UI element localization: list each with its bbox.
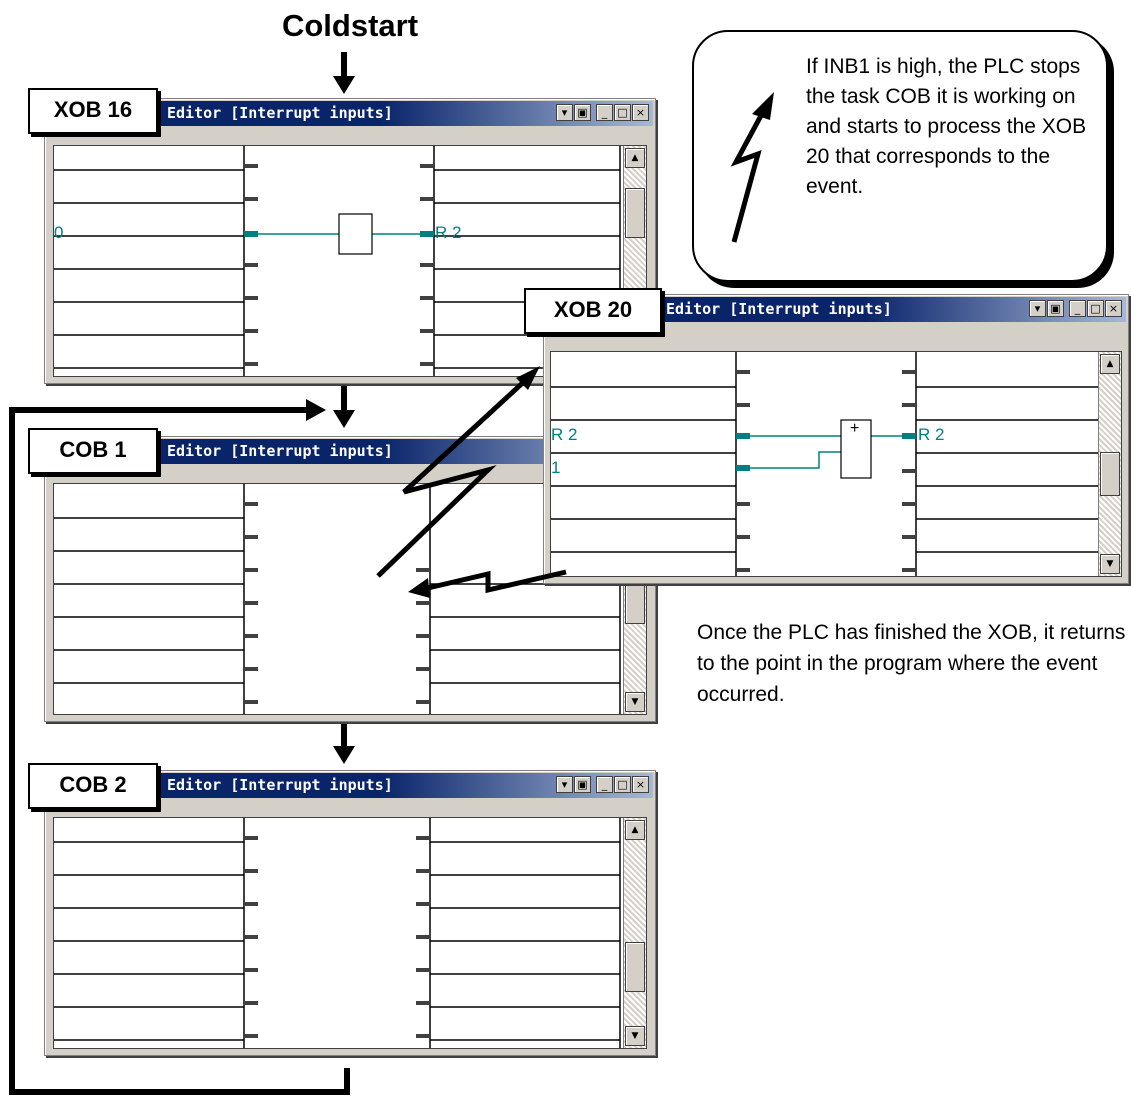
callout-text: If INB1 is high, the PLC stops the task … (806, 55, 1087, 198)
window-buttons: ▾ ▣ _ □ × (556, 104, 649, 121)
note-text: Once the PLC has finished the XOB, it re… (697, 621, 1126, 706)
window-xob20[interactable]: Editor [Interrupt inputs] ▾ ▣ _ □ × (543, 294, 1129, 584)
window-buttons: ▾ ▣ _ □ × (1029, 300, 1122, 317)
maximize-button[interactable]: □ (614, 776, 631, 793)
xob16-output-value: R 2 (435, 223, 462, 242)
scroll-down-icon[interactable]: ▼ (625, 1026, 645, 1046)
window-title: Editor [Interrupt inputs] (167, 776, 393, 794)
label-cob1: COB 1 (28, 428, 158, 474)
scroll-down-icon[interactable]: ▼ (1100, 554, 1120, 574)
window-buttons: ▾ ▣ _ □ × (556, 776, 649, 793)
restore-icon[interactable]: ▣ (574, 104, 591, 121)
restore-icon[interactable]: ▣ (1047, 300, 1064, 317)
fbd-grid (54, 818, 621, 1048)
fbd-editor[interactable]: ▲ ▼ (53, 817, 647, 1049)
xob20-operator: + (850, 420, 860, 437)
arrow-down-icon (333, 52, 355, 94)
scrollbar[interactable]: ▲ ▼ (1098, 352, 1121, 576)
minimize-button[interactable]: _ (596, 776, 613, 793)
scroll-down-icon[interactable]: ▼ (625, 692, 645, 712)
maximize-button[interactable]: □ (1087, 300, 1104, 317)
menu-icon[interactable]: ▾ (556, 104, 573, 121)
scroll-up-icon[interactable]: ▲ (625, 820, 645, 840)
minimize-button[interactable]: _ (596, 104, 613, 121)
scroll-thumb[interactable] (625, 188, 645, 238)
coldstart-title: Coldstart (281, 8, 419, 43)
close-button[interactable]: × (632, 104, 649, 121)
minimize-button[interactable]: _ (1069, 300, 1086, 317)
scroll-up-icon[interactable]: ▲ (1100, 354, 1120, 374)
maximize-button[interactable]: □ (614, 104, 631, 121)
window-title: Editor [Interrupt inputs] (666, 300, 892, 318)
callout-box: If INB1 is high, the PLC stops the task … (692, 30, 1108, 282)
scroll-thumb[interactable] (625, 942, 645, 992)
xob20-input-value-1: R 2 (551, 425, 578, 444)
xob20-output-value: R 2 (918, 425, 945, 444)
window-title: Editor [Interrupt inputs] (167, 442, 393, 460)
close-button[interactable]: × (1105, 300, 1122, 317)
label-xob16: XOB 16 (28, 88, 158, 134)
close-button[interactable]: × (632, 776, 649, 793)
fbd-editor[interactable]: + R 2 1 R 2 ▲ ▼ (550, 351, 1122, 577)
scroll-thumb[interactable] (1100, 452, 1120, 496)
scrollbar[interactable]: ▲ ▼ (623, 818, 646, 1048)
window-cob2[interactable]: Editor [Interrupt inputs] ▾ ▣ _ □ × (44, 770, 656, 1056)
restore-icon[interactable]: ▣ (574, 776, 591, 793)
arrow-down-icon (333, 724, 355, 764)
arrow-down-icon (333, 386, 355, 428)
xob20-input-value-2: 1 (551, 458, 561, 477)
menu-icon[interactable]: ▾ (1029, 300, 1046, 317)
lightning-arrow-icon (730, 92, 774, 243)
label-xob20: XOB 20 (524, 288, 662, 334)
fbd-grid (551, 352, 1100, 576)
label-cob2: COB 2 (28, 763, 158, 809)
scroll-up-icon[interactable]: ▲ (625, 148, 645, 168)
menu-icon[interactable]: ▾ (556, 776, 573, 793)
window-title: Editor [Interrupt inputs] (167, 104, 393, 122)
xob16-input-value: 0 (54, 223, 64, 242)
